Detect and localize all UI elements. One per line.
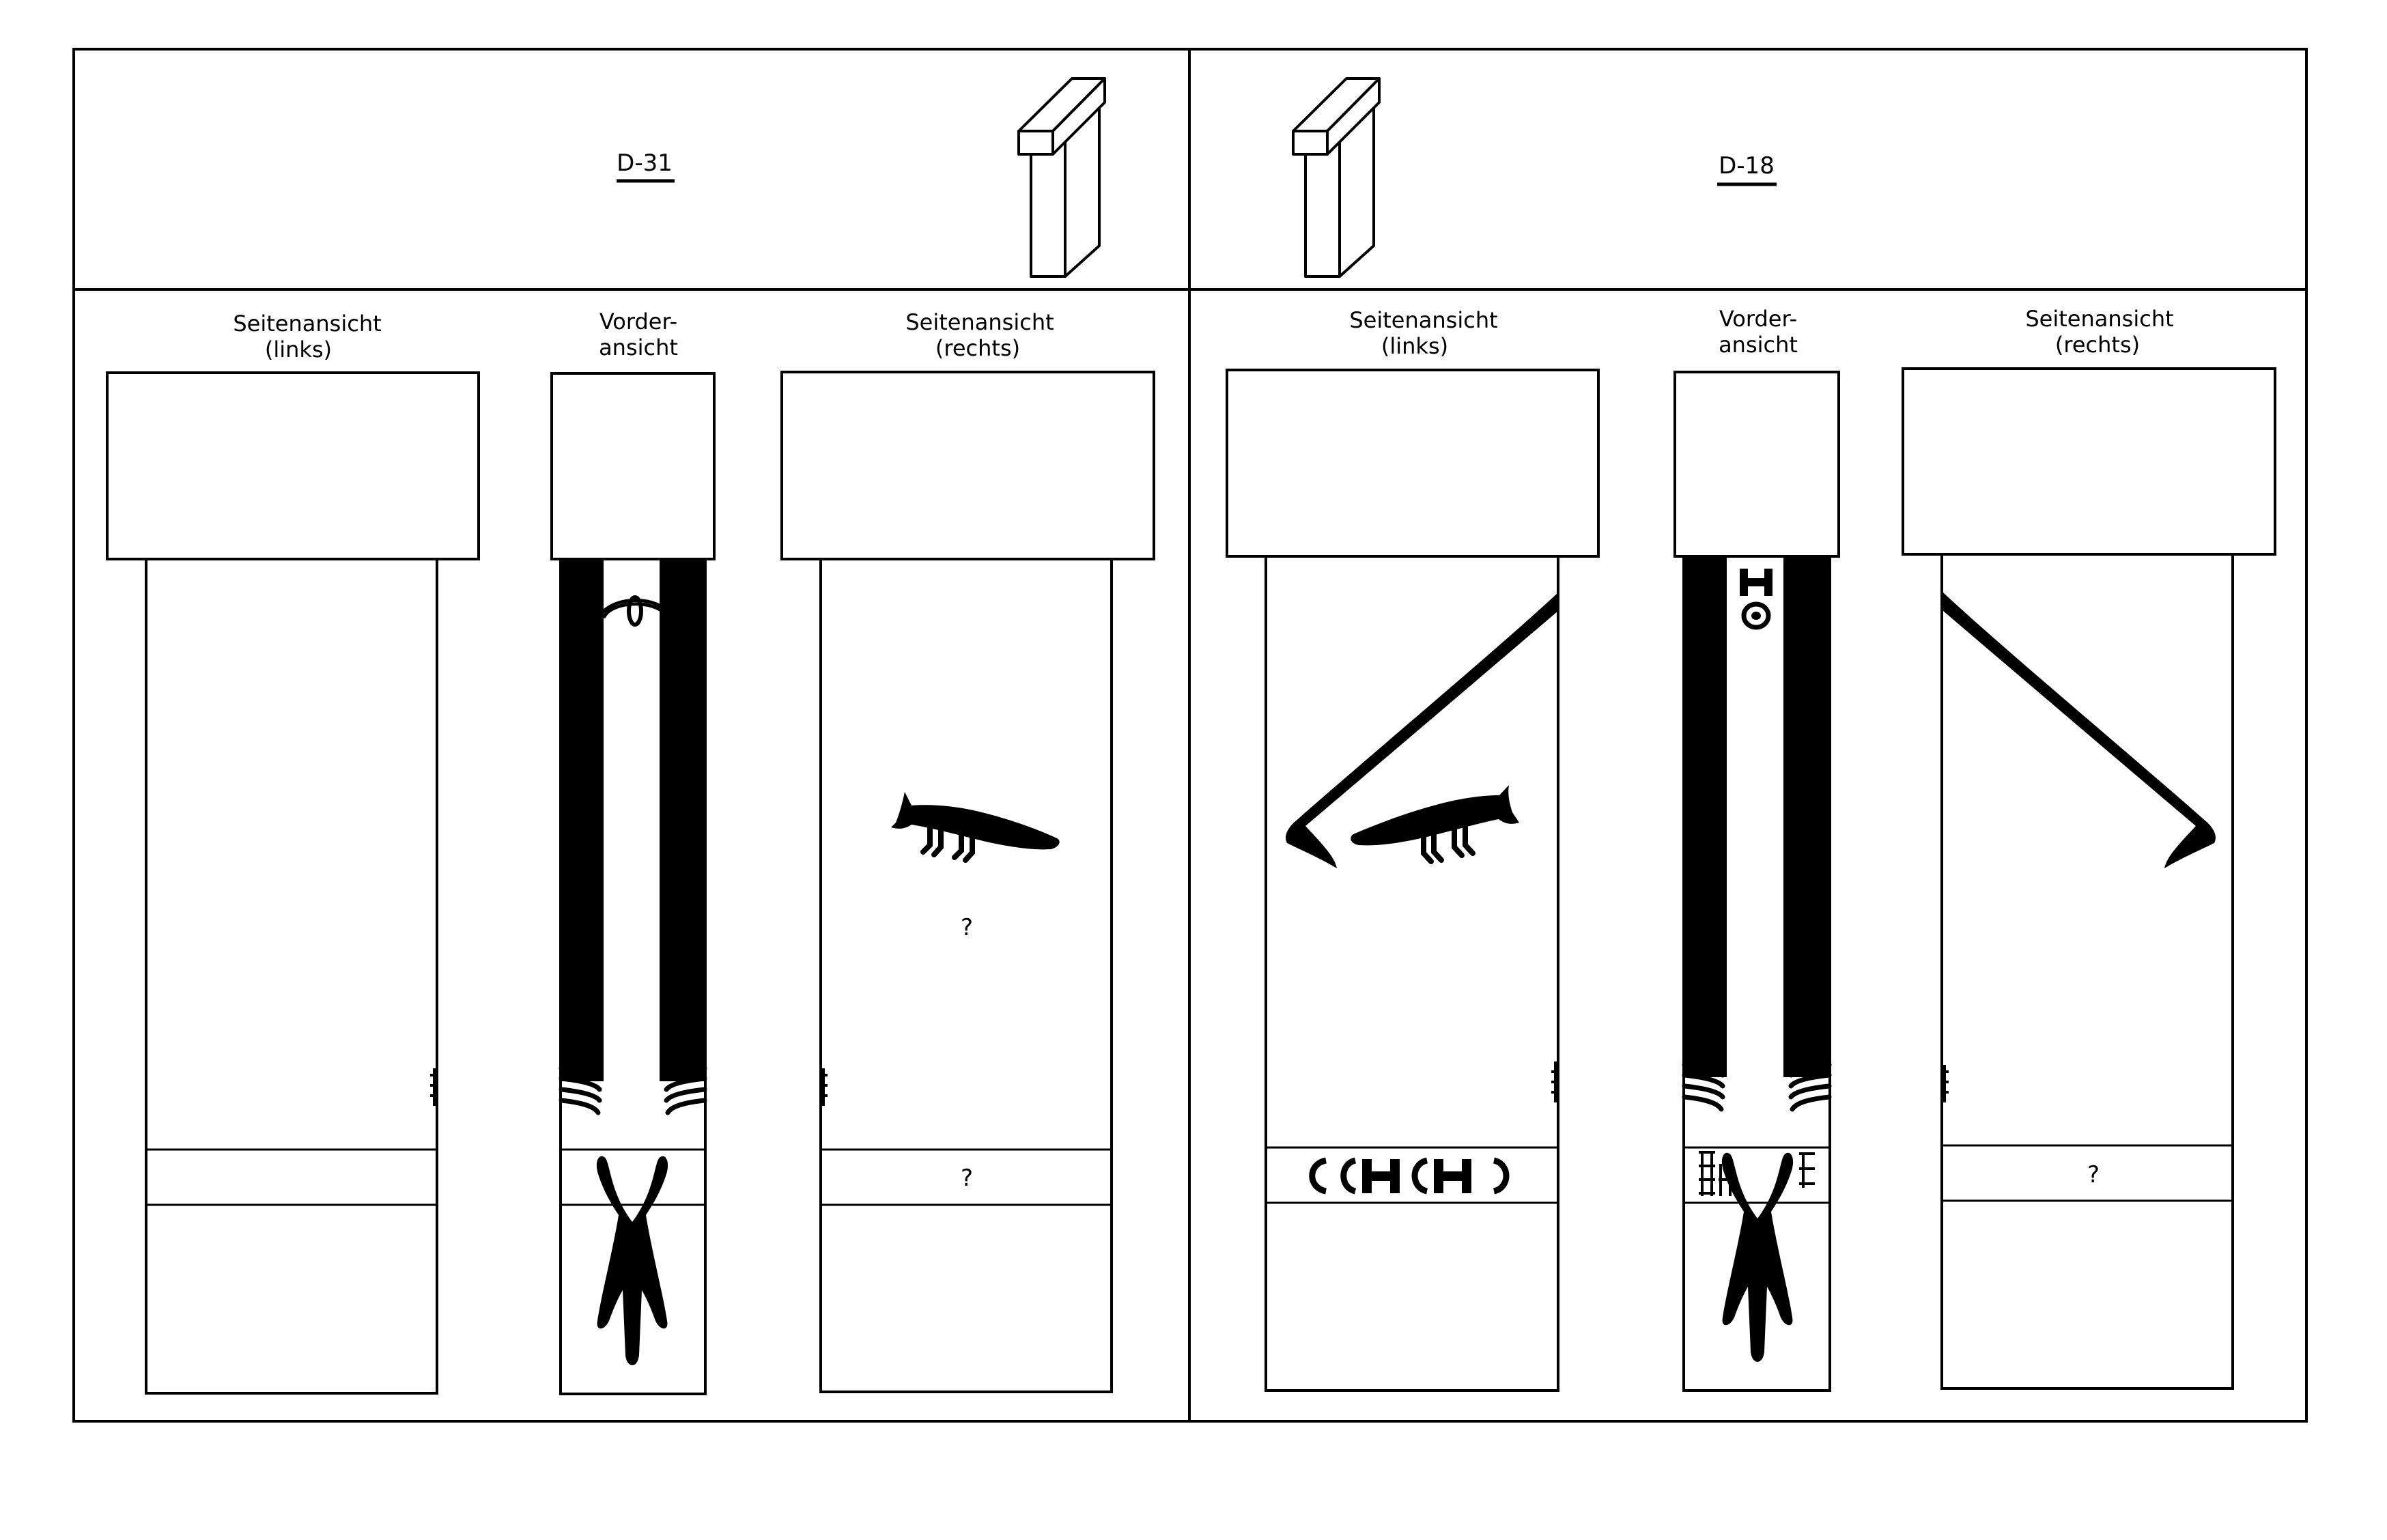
hands-icon — [821, 1068, 828, 1106]
view-label-line1: Seitenansicht — [233, 311, 381, 337]
arm-icon — [1943, 593, 2216, 868]
d31-side-right-view: Seitenansicht (rechts) ? ? — [780, 309, 1155, 1393]
hands-icon — [1551, 1061, 1558, 1102]
view-label-line1: Seitenansicht — [2025, 306, 2173, 332]
panel-id-d18: D-18 — [1719, 152, 1775, 180]
shaft — [1265, 555, 1559, 1392]
capital-block — [1673, 371, 1840, 558]
shaft — [145, 558, 438, 1395]
panel-id-d31: D-31 — [617, 149, 673, 177]
arm-icon — [1684, 556, 1727, 1077]
h-belt-symbol-icon — [1309, 1157, 1510, 1195]
hands-icon — [1942, 1065, 1949, 1102]
hands-icon — [1682, 1062, 1832, 1112]
stele-block-3d-icon — [1017, 77, 1106, 278]
view-label-line2: (links) — [1381, 333, 1448, 359]
pendant-icon — [596, 595, 675, 627]
d18-side-left-view: Seitenansicht (links) — [1226, 307, 1600, 1392]
view-label-line1: Seitenansicht — [905, 309, 1054, 335]
d18-front-view: Vorder- ansicht — [1673, 306, 1840, 1392]
capital-block — [1902, 367, 2276, 556]
view-label-line1: Vorder- — [1719, 306, 1797, 332]
view-label-line2: ansicht — [1719, 332, 1798, 358]
view-label-line2: (rechts) — [2055, 332, 2140, 358]
hands-icon — [559, 1066, 707, 1115]
capital-block — [550, 372, 716, 560]
shaft — [819, 558, 1113, 1393]
stele-block-3d-icon — [1292, 77, 1381, 278]
pendant-icon — [1740, 569, 1772, 630]
capital-block — [780, 371, 1155, 560]
arm-icon — [561, 559, 604, 1081]
d18-side-right-view: Seitenansicht (rechts) ? — [1902, 306, 2276, 1390]
fox-relief-icon — [1351, 785, 1519, 864]
d31-side-left-view: Seitenansicht (links) — [106, 311, 480, 1395]
band-text: ? — [2087, 1161, 2100, 1188]
vulva-figure-icon — [1721, 1152, 1794, 1362]
view-label-line2: (rechts) — [935, 335, 1020, 361]
arm-icon — [660, 559, 705, 1081]
shaft — [1940, 553, 2234, 1390]
header-d18: D-18 — [1292, 77, 1777, 278]
view-label-line2: (links) — [265, 337, 332, 362]
band-text: ? — [961, 1165, 973, 1192]
view-label-line2: ansicht — [599, 334, 678, 360]
view-label-line1: Vorder- — [599, 309, 677, 334]
d31-front-view: Vorder- ansicht — [550, 309, 716, 1395]
header-d31: D-31 — [617, 77, 1106, 278]
unknown-mark: ? — [961, 914, 973, 941]
fox-relief-icon — [891, 792, 1060, 863]
vulva-figure-icon — [596, 1156, 668, 1365]
capital-block — [1226, 369, 1600, 558]
view-label-line1: Seitenansicht — [1349, 307, 1497, 333]
h-belt-symbol-icon — [1699, 1151, 1815, 1196]
capital-block — [106, 371, 480, 560]
hands-icon — [430, 1068, 437, 1106]
arm-icon — [1783, 556, 1830, 1077]
arm-icon — [1286, 593, 1558, 868]
